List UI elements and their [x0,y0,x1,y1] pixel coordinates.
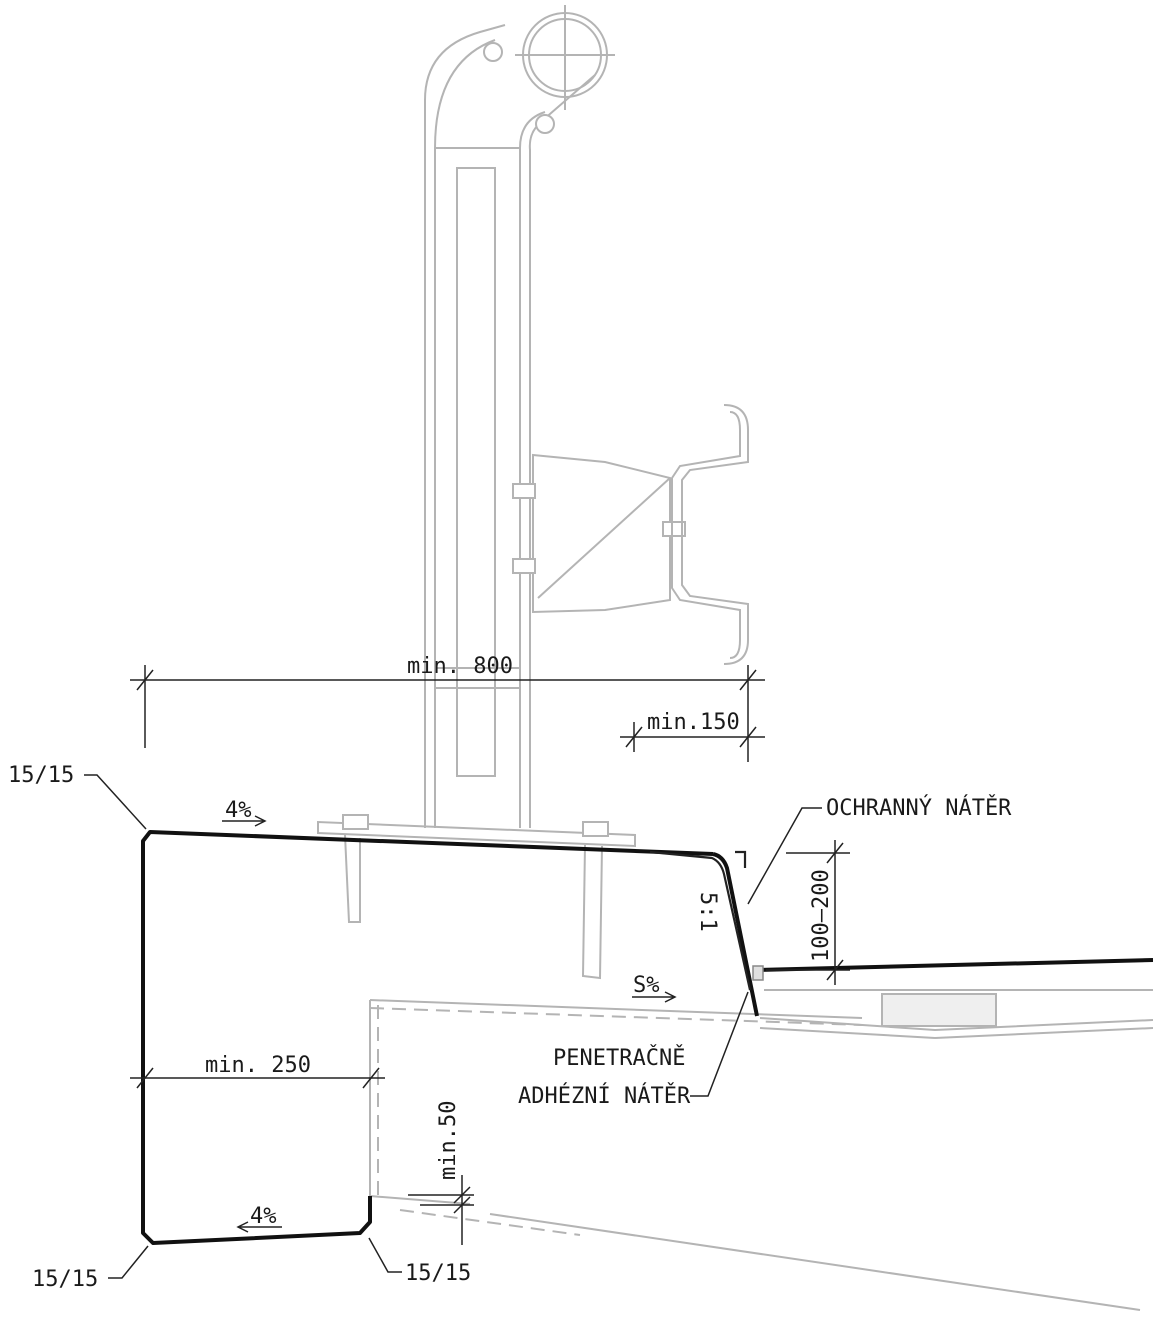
dimension-edge-offset [620,722,765,752]
bracket-bolts [512,483,686,574]
road-base-layer [881,993,997,1027]
slope-bottom-label: 4% [250,1204,277,1229]
dim-step-label: min.50 [436,1101,461,1180]
handrail-tube [483,5,615,134]
dimension-height [766,840,850,985]
penetrating-coating-label-2: ADHÉZNÍ NÁTĚR [518,1083,691,1109]
guardrail-assembly [317,5,749,980]
batter-ratio-label: 5:1 [695,892,720,932]
corner-bottom-left-leader [108,1245,149,1279]
dim-edge-offset-label: min.150 [647,710,740,735]
penetrating-coating-leader [690,991,749,1097]
corner-bottom-left-label: 15/15 [32,1267,98,1292]
base-plate [317,814,636,848]
guardrail-beam-profile [671,404,749,665]
corner-top-left-label: 15/15 [8,763,74,788]
sealing-joint [752,965,764,981]
dim-height-label: 100–200 [809,869,834,962]
protective-coating-leader [747,807,822,905]
guardrail-post [424,24,596,828]
protective-coating [649,850,752,991]
dim-total-width-label: min. 800 [407,654,513,679]
slope-bottom-arrow [236,1221,282,1233]
corner-top-left-leader [84,774,147,830]
road-structure [369,989,1153,1311]
slope-road-label: S% [633,973,660,998]
anchor-bolts [344,834,603,980]
slope-road-arrow [632,991,677,1003]
cornice-front-face [712,852,759,1017]
guardrail-bracket [512,453,686,614]
cornice-outline [141,830,714,1245]
dimension-depth [130,1067,385,1089]
dimension-step [408,1175,474,1245]
protective-coating-label: OCHRANNÝ NÁTĚR [826,795,1012,821]
penetrating-coating-label-1: PENETRAČNĚ [553,1045,685,1071]
dim-depth-label: min. 250 [205,1053,311,1078]
slope-top-label: 4% [225,798,252,823]
corner-bottom-right-leader [368,1237,402,1273]
slope-top-arrow [222,815,267,827]
corner-bottom-right-label: 15/15 [405,1261,471,1286]
cap-top-edge [754,958,1153,972]
dimension-total-width [130,665,765,762]
